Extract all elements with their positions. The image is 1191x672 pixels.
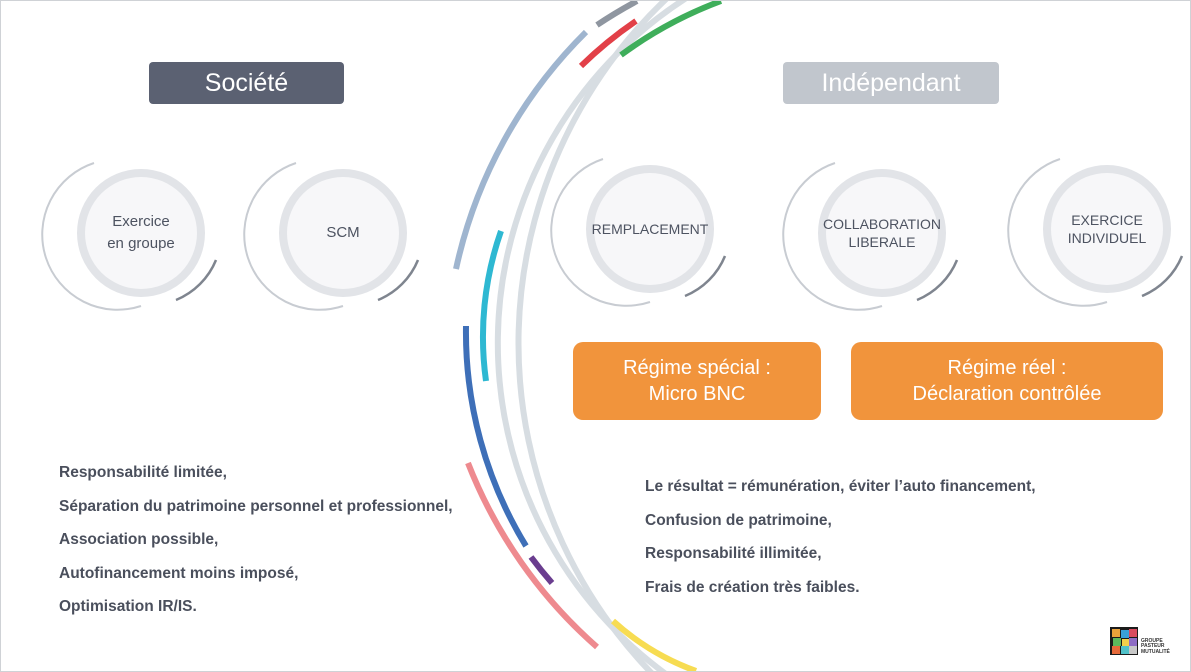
logo-text: GROUPE PASTEUR MUTUALITÉ [1141,637,1170,655]
bubble-label: COLLABORATION LIBERALE [823,216,941,250]
arc-pink [465,461,599,650]
list-item: Séparation du patrimoine personnel et pr… [59,497,453,515]
arc-red [578,18,638,69]
bubble-label: REMPLACEMENT [591,221,709,237]
logo: GROUPE PASTEUR MUTUALITÉ [1110,627,1175,655]
list-item: Le résultat = rémunération, éviter l’aut… [645,478,1036,495]
bubble-exercice-individuel: EXERCICE INDIVIDUEL [1007,154,1184,307]
list-item: Autofinancement moins imposé, [59,564,299,582]
list-item: Responsabilité illimitée, [645,545,822,562]
arc-purple [528,555,555,585]
bubble-graphic [782,162,959,311]
bubble-scm: SCM [243,158,420,311]
arc-cyan [479,230,504,382]
arc-green [619,1,723,58]
bubble-label: EXERCICE INDIVIDUEL [1067,212,1147,246]
bubble-graphic [243,162,420,311]
arc-yellow [610,618,698,671]
arc-steel [453,29,589,270]
arc-blue [462,325,529,548]
arc-gray-top [595,1,639,28]
societe-points: Responsabilité limitée, Séparation du pa… [59,463,453,631]
list-item: Optimisation IR/IS. [59,598,197,616]
regime-reel: Régime réel : Déclaration contrôlée [851,342,1163,420]
list-item: Responsabilité limitée, [59,464,227,481]
bubble-remplacement: REMPLACEMENT [550,154,727,307]
societe-title: Société [149,62,344,104]
bubble-label: SCM [326,224,360,241]
arc-inner-light [494,1,688,671]
bubble-graphic [41,162,218,311]
bubble-collaboration-liberale: COLLABORATION LIBERALE [782,158,959,311]
independant-points: Le résultat = rémunération, éviter l’aut… [645,477,1036,611]
bubble-graphic [550,158,727,307]
bubble-label: Exercice en groupe [107,213,175,252]
list-item: Association possible, [59,531,219,549]
bubble-graphic [1007,158,1184,307]
regime-micro-bnc: Régime spécial : Micro BNC [573,342,821,420]
bubble-exercice-en-groupe: Exercice en groupe [41,158,218,311]
list-item: Confusion de patrimoine, [645,511,832,529]
logo-mark-icon [1110,627,1138,655]
list-item: Frais de création très faibles. [645,578,860,596]
independant-title: Indépendant [783,62,999,104]
